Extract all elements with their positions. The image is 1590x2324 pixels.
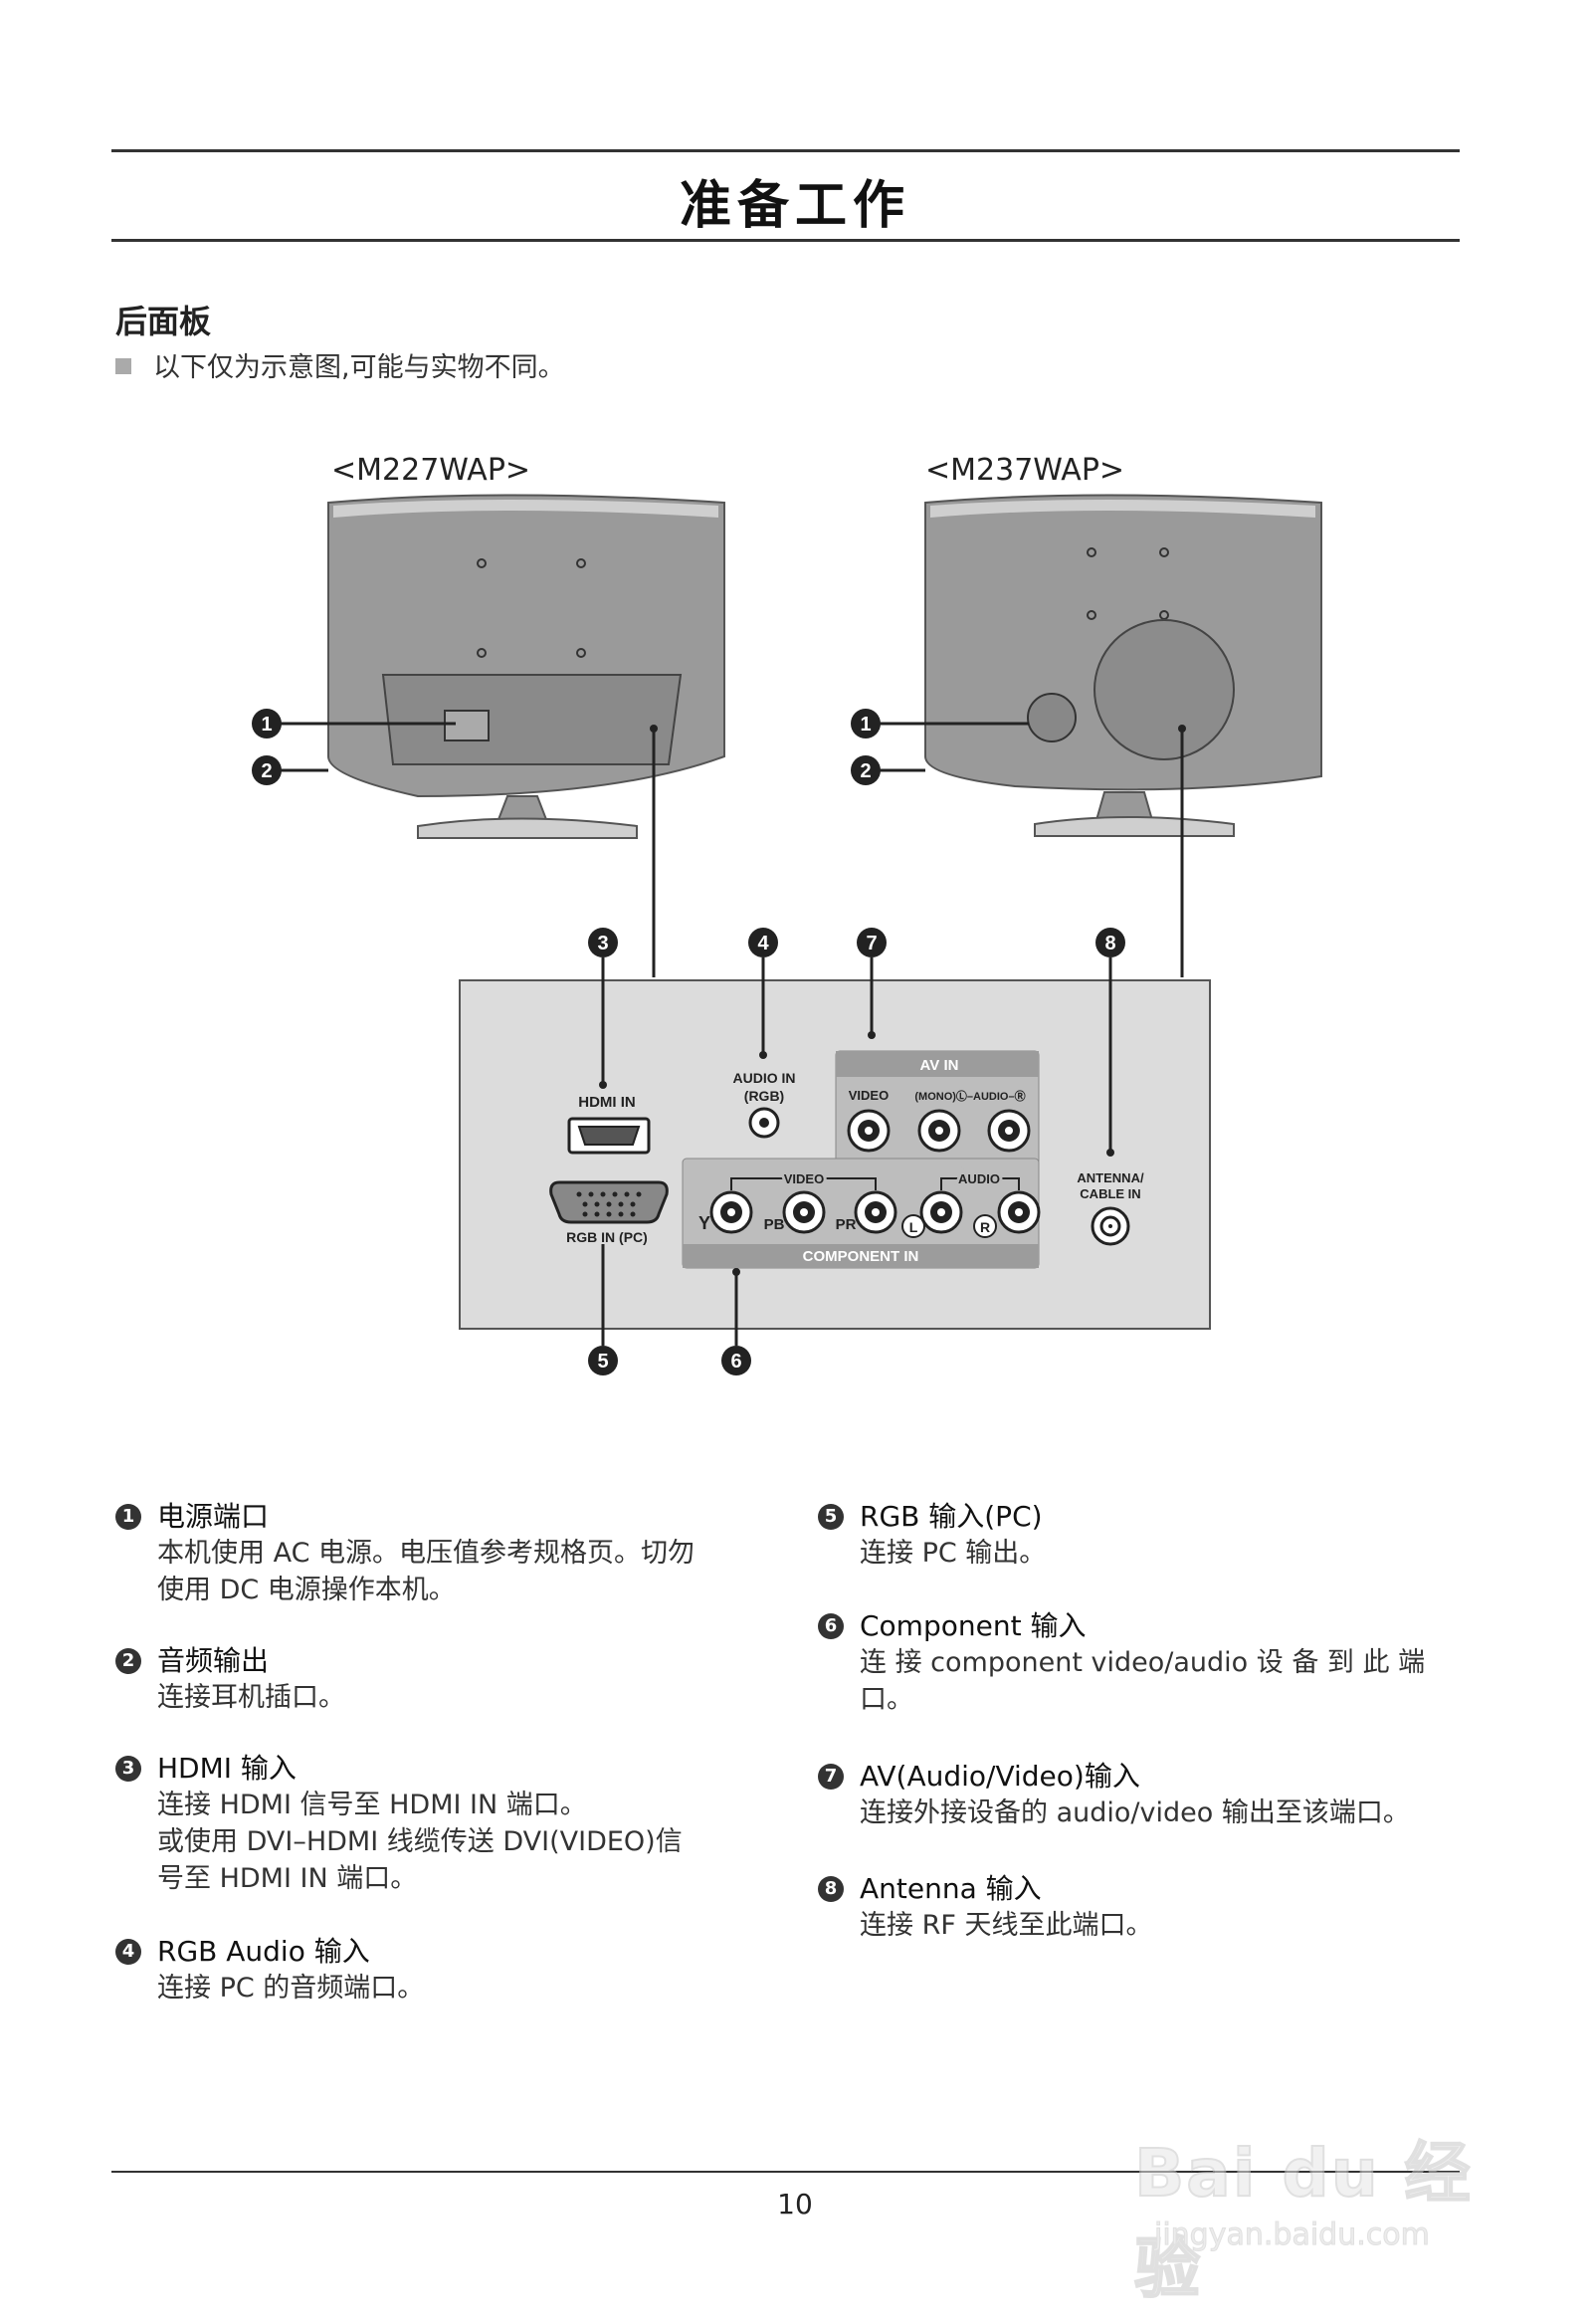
svg-text:2: 2 bbox=[261, 760, 272, 782]
description-3: 3 HDMI 输入 连接 HDMI 信号至 HDMI IN 端口。 或使用 DVI… bbox=[115, 1750, 772, 1897]
description-body: 本机使用 AC 电源。电压值参考规格页。切勿 使用 DC 电源操作本机。 bbox=[157, 1538, 696, 1605]
component-r-label: R bbox=[980, 1219, 990, 1235]
description-body: 连接耳机插口。 bbox=[157, 1682, 345, 1713]
footer-rule bbox=[111, 2171, 1460, 2173]
description-body: 连接 PC 输出。 bbox=[860, 1538, 1047, 1569]
component-pr-jack bbox=[854, 1190, 897, 1234]
callout-7: 7 bbox=[857, 928, 887, 957]
svg-text:4: 4 bbox=[757, 933, 769, 954]
svg-text:8: 8 bbox=[1104, 933, 1115, 954]
audio-in-label: AUDIO IN bbox=[733, 1070, 796, 1086]
svg-text:6: 6 bbox=[730, 1351, 741, 1373]
description-2: 2 音频输出 连接耳机插口。 bbox=[115, 1642, 772, 1716]
monitor-left bbox=[327, 494, 725, 839]
connector-panel bbox=[459, 979, 1211, 1330]
section-title: 后面板 bbox=[115, 303, 212, 340]
callout-2-right: 2 bbox=[851, 755, 881, 785]
av-video-label: VIDEO bbox=[849, 1088, 889, 1103]
description-body: 连 接 component video/audio 设 备 到 此 端 口。 bbox=[860, 1647, 1426, 1715]
note: 以下仅为示意图,可能与实物不同。 bbox=[115, 345, 565, 384]
description-title: HDMI 输入 bbox=[157, 1752, 297, 1785]
component-audio-label: AUDIO bbox=[958, 1171, 1000, 1186]
description-4: 4 RGB Audio 输入 连接 PC 的音频端口。 bbox=[115, 1933, 772, 2007]
callout-1-left: 1 bbox=[252, 709, 282, 739]
y-label: Y bbox=[698, 1213, 710, 1233]
note-text: 以下仅为示意图,可能与实物不同。 bbox=[153, 352, 565, 383]
av-audio-r-jack bbox=[987, 1109, 1031, 1153]
pr-label: PR bbox=[836, 1216, 857, 1233]
description-title: Component 输入 bbox=[860, 1609, 1087, 1642]
description-1: 1 电源端口 本机使用 AC 电源。电压值参考规格页。切勿 使用 DC 电源操作本… bbox=[115, 1498, 772, 1608]
callout-5: 5 bbox=[588, 1346, 618, 1375]
number-badge-icon: 1 bbox=[115, 1503, 141, 1530]
number-badge-icon: 6 bbox=[818, 1612, 844, 1639]
av-in-label: AV IN bbox=[920, 1057, 959, 1074]
description-8: 8 Antenna 输入 连接 RF 天线至此端口。 bbox=[818, 1870, 1475, 1944]
number-badge-icon: 8 bbox=[818, 1875, 844, 1902]
antenna-label-line1: ANTENNA/ bbox=[1077, 1170, 1144, 1185]
watermark-logo-text: Bai du 经验 bbox=[1133, 2134, 1473, 2308]
av-audio-label: (MONO)Ⓛ–AUDIO–Ⓡ bbox=[914, 1089, 1025, 1103]
description-title: RGB 输入(PC) bbox=[860, 1500, 1043, 1533]
svg-text:2: 2 bbox=[860, 760, 871, 782]
svg-text:1: 1 bbox=[860, 714, 871, 736]
component-y-jack bbox=[709, 1190, 753, 1234]
description-body: 连接 RF 天线至此端口。 bbox=[860, 1910, 1153, 1941]
antenna-label-line2: CABLE IN bbox=[1080, 1186, 1140, 1201]
page-title: 准备工作 bbox=[679, 176, 910, 236]
callout-4: 4 bbox=[748, 928, 778, 957]
svg-text:5: 5 bbox=[597, 1351, 608, 1373]
monitor-right bbox=[924, 494, 1322, 837]
description-6: 6 Component 输入 连 接 component video/audio … bbox=[818, 1607, 1475, 1718]
title-underline bbox=[111, 239, 1460, 242]
hdmi-in-label: HDMI IN bbox=[578, 1094, 636, 1111]
description-body: 连接 PC 的音频端口。 bbox=[157, 1973, 425, 2004]
description-body: 连接 HDMI 信号至 HDMI IN 端口。 或使用 DVI–HDMI 线缆传… bbox=[157, 1790, 683, 1894]
description-7: 7 AV(Audio/Video)输入 连接外接设备的 audio/video 输… bbox=[818, 1758, 1494, 1831]
square-bullet-icon bbox=[115, 357, 131, 374]
number-badge-icon: 7 bbox=[818, 1763, 844, 1790]
component-pb-jack bbox=[782, 1190, 826, 1234]
description-title: 音频输出 bbox=[157, 1644, 270, 1677]
callout-1-right: 1 bbox=[851, 709, 881, 739]
svg-text:7: 7 bbox=[866, 933, 877, 954]
description-body: 连接外接设备的 audio/video 输出至该端口。 bbox=[860, 1797, 1410, 1828]
svg-text:3: 3 bbox=[597, 933, 608, 954]
number-badge-icon: 2 bbox=[115, 1647, 141, 1674]
component-video-label: VIDEO bbox=[784, 1171, 824, 1186]
callout-lines-panel-bottom bbox=[601, 1244, 738, 1346]
component-audio-r-jack bbox=[997, 1190, 1041, 1234]
description-title: Antenna 输入 bbox=[860, 1872, 1042, 1905]
number-badge-icon: 4 bbox=[115, 1938, 141, 1965]
top-rule bbox=[111, 149, 1460, 152]
callout-3: 3 bbox=[588, 928, 618, 957]
component-l-label: L bbox=[909, 1219, 918, 1235]
svg-text:1: 1 bbox=[261, 714, 272, 736]
audio-in-rgb-label: (RGB) bbox=[744, 1088, 784, 1104]
pb-label: PB bbox=[764, 1216, 785, 1233]
component-in-label: COMPONENT IN bbox=[803, 1248, 919, 1265]
callout-6: 6 bbox=[721, 1346, 751, 1375]
av-video-jack bbox=[847, 1109, 891, 1153]
callout-8: 8 bbox=[1095, 928, 1125, 957]
description-title: AV(Audio/Video)输入 bbox=[860, 1760, 1140, 1793]
av-audio-l-jack bbox=[917, 1109, 961, 1153]
baidu-watermark: Bai du 经验 jingyan.baidu.com bbox=[1124, 2080, 1522, 2308]
number-badge-icon: 5 bbox=[818, 1503, 844, 1530]
antenna-jack bbox=[1091, 1206, 1130, 1246]
callout-lines-monitors bbox=[281, 722, 1184, 977]
model-label-right: <M237WAP> bbox=[925, 453, 1125, 488]
rear-panel-diagram: 1 2 1 2 3 4 7 8 HDMI IN AUDIO IN (RGB) A… bbox=[252, 494, 1322, 1375]
callout-2-left: 2 bbox=[252, 755, 282, 785]
description-title: 电源端口 bbox=[157, 1500, 270, 1533]
callout-lines-panel-top bbox=[601, 957, 1112, 1153]
component-audio-l-jack bbox=[919, 1190, 963, 1234]
description-5: 5 RGB 输入(PC) 连接 PC 输出。 bbox=[818, 1498, 1475, 1572]
model-label-left: <M227WAP> bbox=[331, 453, 531, 488]
rgb-in-pc-label: RGB IN (PC) bbox=[566, 1229, 648, 1245]
description-title: RGB Audio 输入 bbox=[157, 1935, 370, 1968]
watermark-url: jingyan.baidu.com bbox=[1154, 2218, 1431, 2253]
page-number: 10 bbox=[777, 2188, 813, 2220]
number-badge-icon: 3 bbox=[115, 1755, 141, 1782]
